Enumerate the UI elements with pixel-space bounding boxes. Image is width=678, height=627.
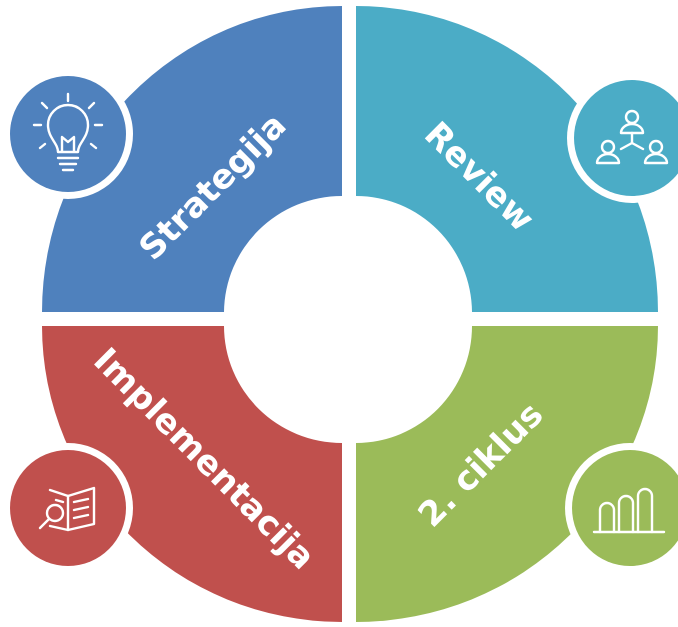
icon-badge-implementacija xyxy=(3,443,133,573)
lightbulb-icon xyxy=(32,92,104,172)
bar-chart-icon xyxy=(592,487,666,534)
segment-implementacija xyxy=(42,326,342,622)
document-magnifier-icon xyxy=(38,486,96,532)
icon-badge-strategija xyxy=(3,69,133,199)
team-hierarchy-icon xyxy=(595,109,669,165)
segment-ciklus xyxy=(356,326,658,622)
icon-badge-review xyxy=(567,73,678,203)
segment-review xyxy=(356,6,658,312)
icon-badge-ciklus xyxy=(565,443,678,573)
segment-strategija xyxy=(42,6,342,312)
